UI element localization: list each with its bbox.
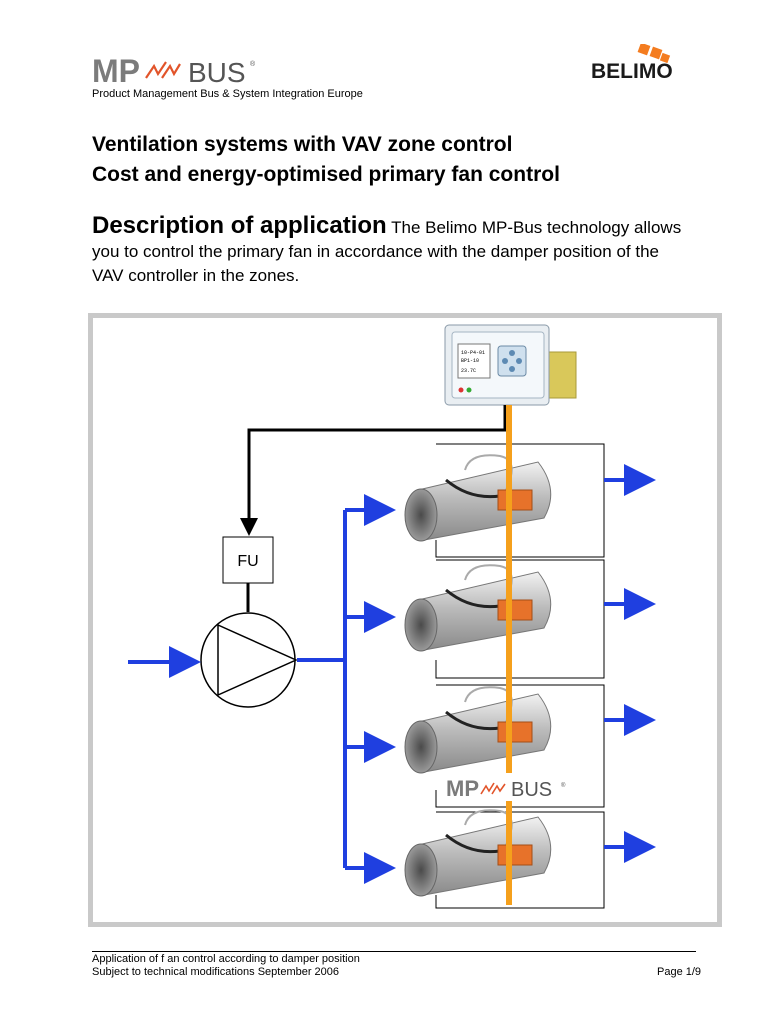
controller-screen-line-2: BP1-10	[461, 358, 479, 364]
description-text: The Belimo MP-Bus technology allows you …	[92, 218, 682, 285]
controller-screen-line-3: 23.7C	[461, 368, 476, 374]
svg-text:®: ®	[561, 782, 566, 789]
outlet-air-arrows	[604, 464, 656, 863]
svg-text:MP: MP	[92, 54, 140, 89]
vav-unit-3	[404, 686, 552, 774]
belimo-logo: BELIMO	[591, 44, 673, 83]
vav-unit-2	[404, 564, 552, 652]
zone-outlines	[435, 443, 605, 909]
bus-arrows-icon	[145, 61, 181, 79]
description-lead: Description of application	[92, 212, 387, 239]
footer-line-2: Subject to technical modifications Septe…	[92, 966, 340, 978]
description-paragraph: Description of application The Belimo MP…	[92, 214, 692, 288]
belimo-logo-text: BELIMO	[591, 60, 673, 83]
mp-bus-diagram-logo: MP BUS ®	[444, 773, 572, 801]
svg-text:®: ®	[250, 60, 256, 68]
mp-bus-controller-device: 10-P4-01 BP1-10 23.7C	[444, 324, 577, 406]
diagram-frame	[88, 313, 722, 927]
footer-page-number: Page 1/9	[657, 966, 702, 978]
diagram-mp-logo-text: BUS	[511, 779, 552, 801]
control-signal-line	[240, 405, 507, 536]
title-line-1: Ventilation systems with VAV zone contro…	[92, 133, 513, 156]
header-subtitle: Product Management Bus & System Integrat…	[92, 88, 363, 100]
vav-unit-4	[404, 809, 552, 897]
supply-air-distribution	[297, 494, 396, 884]
fu-label: FU	[237, 553, 258, 570]
primary-fan-symbol	[200, 612, 298, 708]
footer-line-1: Application of f an control according to…	[92, 953, 360, 965]
controller-screen-line-1: 10-P4-01	[461, 350, 485, 356]
mp-bus-logo: MP BUS ®	[92, 54, 256, 89]
title-line-2: Cost and energy-optimised primary fan co…	[92, 163, 560, 186]
svg-text:MP: MP	[446, 776, 479, 801]
footer-divider	[92, 951, 696, 952]
mp-logo-bus-text: BUS	[188, 57, 246, 88]
vav-unit-1	[404, 454, 552, 542]
